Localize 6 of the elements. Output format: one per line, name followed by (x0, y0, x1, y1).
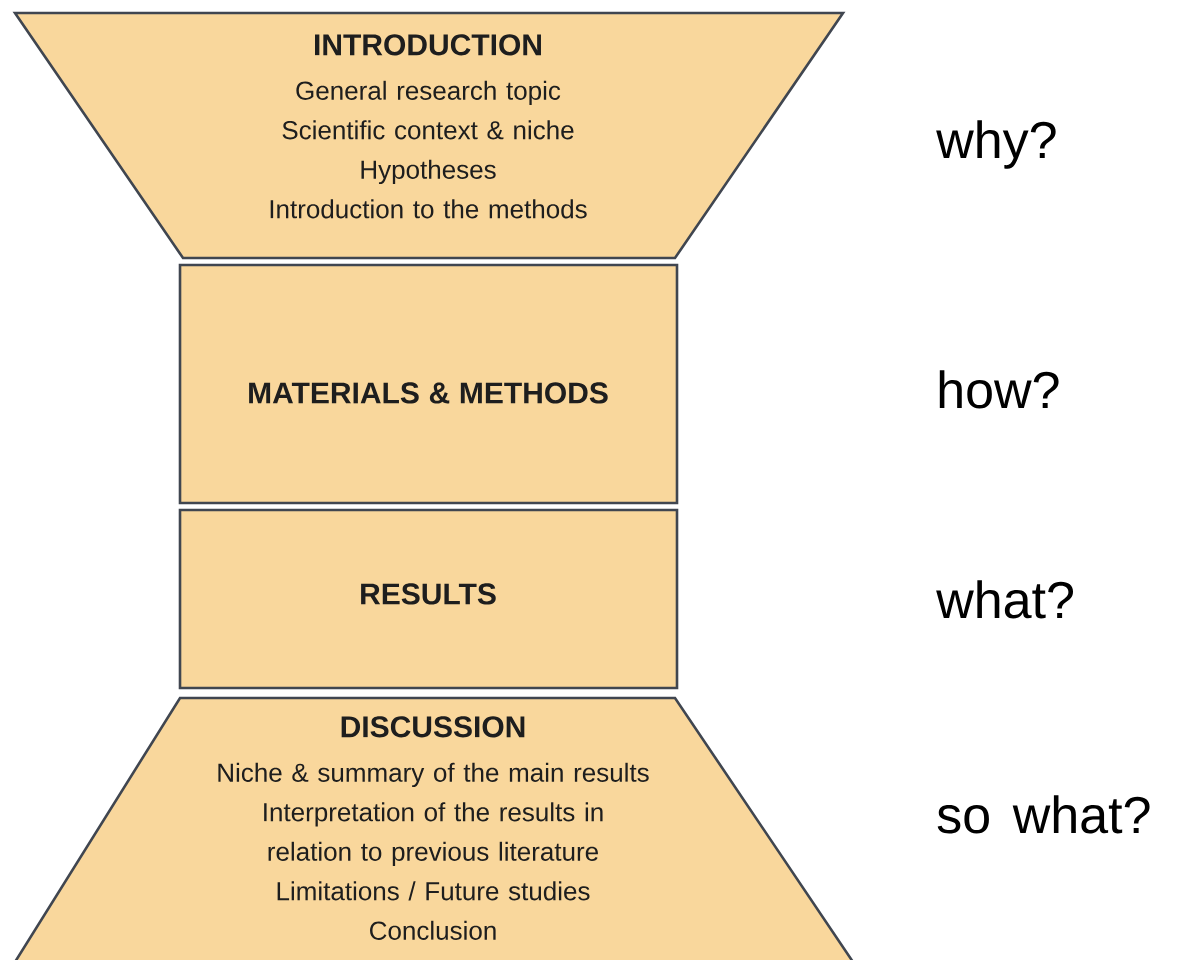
question-label: so what? (937, 795, 1150, 834)
question-label: what? (936, 580, 1073, 619)
question-label: how? (939, 370, 1059, 409)
section-box: RESULTS (178, 508, 679, 690)
question-label: why? (936, 120, 1056, 169)
section-box: MATERIALS & METHODS (178, 263, 679, 505)
